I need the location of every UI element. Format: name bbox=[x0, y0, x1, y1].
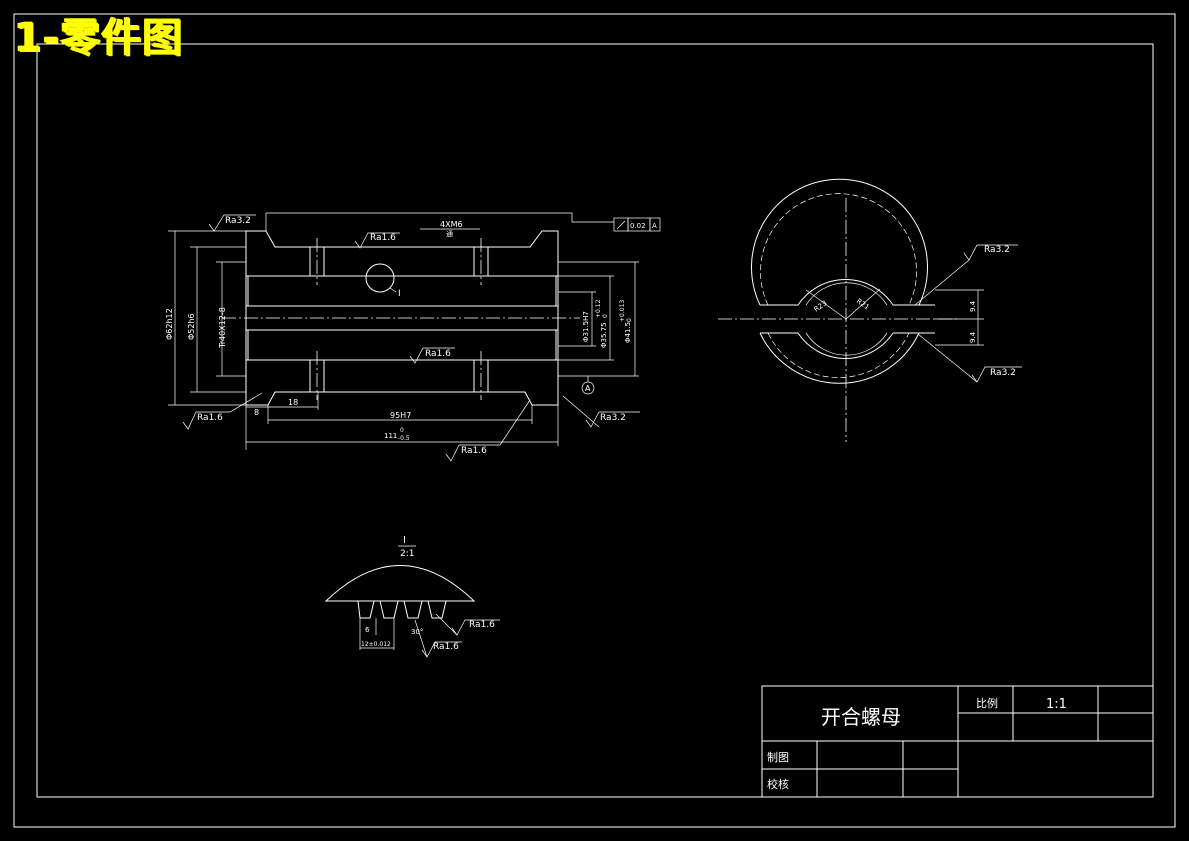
dim-len-18: 18 bbox=[288, 398, 298, 407]
drawn-by-label: 制图 bbox=[767, 751, 789, 764]
scale-value: 1:1 bbox=[1046, 697, 1067, 712]
dim-len-95: 95H7 bbox=[390, 411, 411, 420]
detail-angle: 30° bbox=[411, 628, 423, 636]
dim-len-111: 111 bbox=[384, 432, 397, 440]
ra-bottom-right: Ra3.2 bbox=[600, 413, 626, 423]
radius-1: R23 bbox=[813, 299, 829, 313]
dim-bottom-9-4: 9.4 bbox=[969, 331, 977, 343]
tolerance-value: 0.02 bbox=[630, 222, 646, 230]
part-name: 开合螺母 bbox=[821, 705, 901, 729]
dim-bore-3: Φ41.5 bbox=[624, 322, 632, 343]
detail-mark: I bbox=[398, 289, 401, 299]
dim-len-111-lower: -0.5 bbox=[398, 435, 410, 442]
thread-callout-1: 4XM6 bbox=[440, 220, 463, 229]
detail-ra-1: Ra1.6 bbox=[469, 620, 495, 630]
dim-bore-3-lower: 0 bbox=[626, 318, 633, 322]
thread-callout-2: 通 bbox=[446, 229, 453, 238]
dim-bore-2: Φ35.75 bbox=[600, 322, 608, 348]
ra-side-top: Ra3.2 bbox=[984, 245, 1010, 255]
detail-view: I 2:1 6 12±0.012 30° Ra1.6 Ra1.6 bbox=[324, 535, 500, 658]
ra-bottom-left: Ra1.6 bbox=[197, 413, 223, 423]
detail-ra-2: Ra1.6 bbox=[433, 642, 459, 652]
outer-border bbox=[13, 13, 1176, 828]
dim-bore-2-lower: 0 bbox=[602, 314, 609, 318]
dim-dia-outer: Φ62h12 bbox=[165, 308, 174, 340]
inner-frame bbox=[36, 43, 1154, 798]
title-block: 开合螺母 比例 1:1 制图 校核 bbox=[761, 685, 1154, 798]
dim-len-8: 8 bbox=[254, 408, 259, 417]
ra-bottom-center: Ra1.6 bbox=[461, 446, 487, 456]
detail-pitch: 12±0.012 bbox=[361, 641, 391, 648]
dim-bore-2-upper: +0.12 bbox=[595, 299, 602, 318]
dim-len-111-upper: 0 bbox=[400, 427, 404, 434]
dim-top-9-4: 9.4 bbox=[969, 300, 977, 312]
main-section-view: I 4XM6 通 0.02 A Ra3.2 Ra1.6 Ra1.6 Ra1.6 … bbox=[165, 212, 661, 462]
sheet-title: 1-零件图 bbox=[14, 15, 184, 61]
ra-lower-bore: Ra1.6 bbox=[425, 349, 451, 359]
dim-bore-3-upper: +0.013 bbox=[619, 300, 626, 322]
checked-by-label: 校核 bbox=[767, 777, 789, 791]
ra-top-bore: Ra1.6 bbox=[370, 233, 396, 243]
dim-thread-spec: Tr40X12-8 bbox=[218, 307, 227, 349]
ra-top-left: Ra3.2 bbox=[225, 216, 251, 226]
detail-label: I bbox=[403, 535, 406, 546]
dim-dia-shoulder: Φ52h6 bbox=[187, 313, 196, 340]
scale-label: 比例 bbox=[976, 696, 998, 710]
datum-label: A bbox=[585, 384, 591, 393]
tolerance-datum: A bbox=[652, 222, 657, 230]
dim-bore-1: Φ31.5H7 bbox=[582, 311, 590, 342]
ra-side-bottom: Ra3.2 bbox=[990, 368, 1016, 378]
detail-width: 6 bbox=[365, 626, 370, 634]
detail-scale: 2:1 bbox=[400, 549, 414, 559]
side-view: R23 R21 9.4 9.4 Ra3.2 Ra3.2 bbox=[718, 178, 1022, 442]
